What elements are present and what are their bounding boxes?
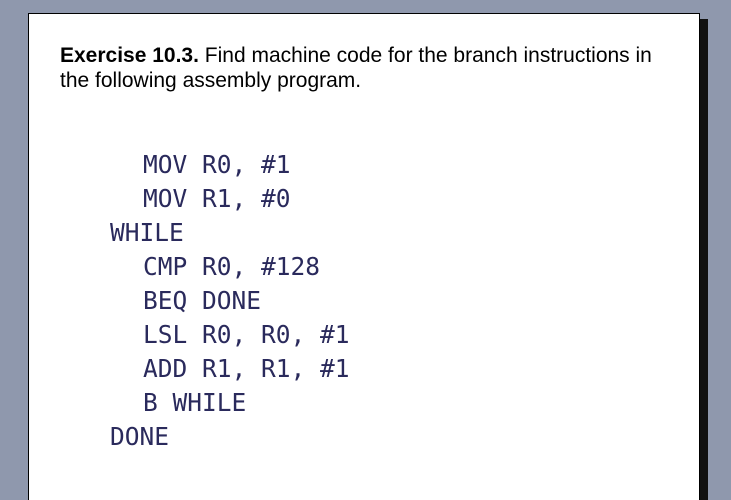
code-line: MOV R0, #1 [143,150,291,179]
code-line: B WHILE [143,388,247,417]
code-line: BEQ DONE [143,286,262,315]
code-label: WHILE [110,218,184,247]
exercise-label: Exercise 10.3. [60,44,199,67]
code-line: LSL R0, R0, #1 [143,320,350,349]
code-line: MOV R1, #0 [143,184,291,213]
exercise-text: Find machine code for the branch instruc… [60,44,652,92]
code-label: DONE [110,422,170,451]
code-line: ADD R1, R1, #1 [143,354,350,383]
document-page: Exercise 10.3. Find machine code for the… [28,13,700,500]
exercise-statement: Exercise 10.3. Find machine code for the… [60,43,660,93]
code-line: CMP R0, #128 [143,252,321,281]
